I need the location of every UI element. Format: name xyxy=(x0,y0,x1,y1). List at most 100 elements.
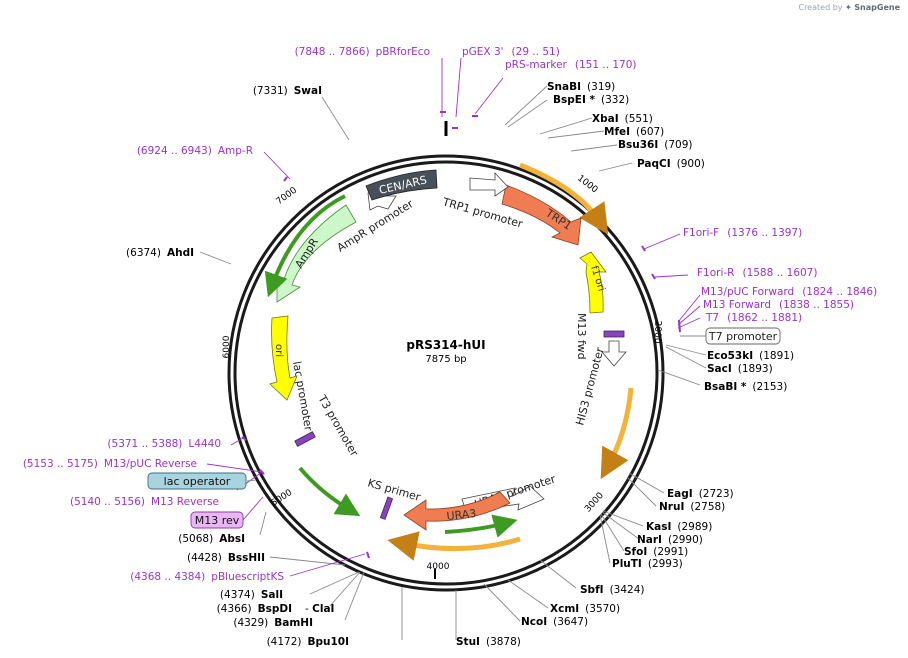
backbone-inner xyxy=(233,160,659,586)
site-xbai: XbaI(551) xyxy=(592,113,653,125)
site-saci: SacI(1893) xyxy=(707,363,773,375)
svg-text:(5068)AbsI: (5068)AbsI xyxy=(178,533,245,545)
svg-text:NcoI(3647): NcoI(3647) xyxy=(521,616,588,628)
lac-green-arrow xyxy=(298,466,361,517)
tick-label: 6000 xyxy=(222,335,232,358)
tick-label: 7000 xyxy=(275,185,300,207)
site-ahdi: (6374)AhdI xyxy=(126,247,194,259)
plasmid-name: pRS314-hUI xyxy=(406,338,485,352)
primer-label: pRS-marker(151 .. 170) xyxy=(505,59,637,71)
trp1-arrow xyxy=(501,184,582,246)
ori-arrow xyxy=(269,315,298,401)
ks-primer-label: KS primer xyxy=(366,476,422,504)
svg-text:(4374)SalI: (4374)SalI xyxy=(220,589,283,601)
site-pluti: PluTI(2993) xyxy=(612,558,683,570)
tick-label: 3000 xyxy=(583,491,606,515)
svg-text:(4329)BamHI: (4329)BamHI xyxy=(233,617,313,629)
svg-text:SbfI(3424): SbfI(3424) xyxy=(580,584,644,596)
site-bsabi: BsaBI *(2153) xyxy=(704,381,787,393)
cen-ars-arrow xyxy=(365,169,438,201)
site-bspdi: (4366)BspDI xyxy=(217,603,292,615)
svg-text:SnaBI(319): SnaBI(319) xyxy=(547,81,615,93)
svg-text:PluTI(2993): PluTI(2993) xyxy=(612,558,683,570)
m13-rev-label: M13 rev xyxy=(195,514,240,527)
leader-lines xyxy=(199,85,707,640)
site-eco53ki: Eco53kI(1891) xyxy=(707,350,794,362)
ura3-label: URA3 xyxy=(446,507,477,523)
ks-primer-arrow xyxy=(379,496,394,520)
site-paqci: PaqCI(900) xyxy=(637,158,705,170)
lac-operator-label: lac operator xyxy=(164,475,231,488)
svg-text:XcmI(3570): XcmI(3570) xyxy=(550,603,620,615)
lac-operator-arrow xyxy=(294,431,316,447)
backbone-outer xyxy=(227,154,665,592)
site-snabi: SnaBI(319) xyxy=(547,81,615,93)
site-bpu10i: (4172)Bpu10I xyxy=(267,636,349,648)
svg-text:StuI(3878): StuI(3878) xyxy=(456,636,521,648)
tick-label: 4000 xyxy=(427,562,450,572)
lac-operator-box: lac operator xyxy=(147,472,257,490)
ura3-orf-arrow xyxy=(387,531,521,561)
t3-promoter-label: T3 promoter xyxy=(315,392,361,459)
primer-label: M13/pUC Forward(1824 .. 1846) xyxy=(701,286,877,298)
plasmid-size: 7875 bp xyxy=(425,354,466,365)
site-stui: StuI(3878) xyxy=(456,636,521,648)
svg-text:(4366)BspDI: (4366)BspDI xyxy=(217,603,292,615)
credit-brand: SnapGene xyxy=(854,3,900,12)
primer-ticks xyxy=(241,111,681,559)
trp1-promoter-arrow xyxy=(469,171,509,197)
site-xcmi: XcmI(3570) xyxy=(550,603,620,615)
m13-fwd-label: M13 fwd xyxy=(575,313,588,360)
primer-label: F1ori-F(1376 .. 1397) xyxy=(683,227,802,239)
primer-leader-lines xyxy=(206,57,701,577)
svg-text:Eco53kI(1891): Eco53kI(1891) xyxy=(707,350,794,362)
svg-text:SfoI(2991): SfoI(2991) xyxy=(624,546,688,558)
svg-text:EagI(2723): EagI(2723) xyxy=(667,488,734,500)
ura3-arrow xyxy=(403,491,511,531)
svg-text:Bsu36I(709): Bsu36I(709) xyxy=(618,139,692,151)
his3-orf-arrow xyxy=(600,387,634,480)
primer-label: (5153 .. 5175)M13/pUC Reverse xyxy=(23,458,197,470)
svg-text:BspEI *(332): BspEI *(332) xyxy=(553,94,629,106)
ampr-arrow xyxy=(276,204,357,303)
svg-text:NruI(2758): NruI(2758) xyxy=(659,501,725,513)
site-swai: (7331)SwaI xyxy=(253,85,322,97)
primer-label: pGEX 3'(29 .. 51) xyxy=(462,46,560,58)
primer-label: M13 Forward(1838 .. 1855) xyxy=(703,299,854,311)
m13-rev-box: M13 rev xyxy=(190,496,264,529)
site-clai: - ClaI xyxy=(305,603,334,615)
svg-text:XbaI(551): XbaI(551) xyxy=(592,113,653,125)
svg-text:(4172)Bpu10I: (4172)Bpu10I xyxy=(267,636,349,648)
snapgene-logo-icon: ✦ xyxy=(845,3,852,12)
m13-fwd-arrow xyxy=(603,330,625,338)
ori-label: ori xyxy=(273,344,284,357)
svg-text:- ClaI: - ClaI xyxy=(305,603,334,615)
ampr-green-arrow xyxy=(264,194,346,298)
primer-label: T7(1862 .. 1881) xyxy=(705,312,802,324)
site-eagi: EagI(2723) xyxy=(667,488,734,500)
site-bspei: BspEI *(332) xyxy=(553,94,629,106)
site-layer: SnaBI(319)BspEI *(332)XbaI(551)MfeI(607)… xyxy=(126,81,794,648)
primer-label: (7848 .. 7866)pBRforEco xyxy=(295,46,430,58)
svg-text:PaqCI(900): PaqCI(900) xyxy=(637,158,705,170)
t7-promoter-label: T7 promoter xyxy=(708,330,778,343)
site-bamhi: (4329)BamHI xyxy=(233,617,313,629)
primer-label: (5371 .. 5388)L4440 xyxy=(107,438,221,450)
primer-label: (5140 .. 5156)M13 Reverse xyxy=(70,496,219,508)
lac-promoter-label: lac promoter xyxy=(290,360,315,432)
primer-layer: (7848 .. 7866)pBRforEco pGEX 3'(29 .. 51)… xyxy=(23,46,877,583)
svg-text:KasI(2989): KasI(2989) xyxy=(646,521,712,533)
t7-promoter-box: T7 promoter xyxy=(680,327,781,345)
f1-ori-arrow xyxy=(579,251,607,314)
svg-text:(4428)BssHII: (4428)BssHII xyxy=(187,552,265,564)
tick-label: 1000 xyxy=(575,173,599,195)
site-bsshii: (4428)BssHII xyxy=(187,552,265,564)
site-ncoi: NcoI(3647) xyxy=(521,616,588,628)
site-sfoi: SfoI(2991) xyxy=(624,546,688,558)
site-sbfi: SbfI(3424) xyxy=(580,584,644,596)
primer-label: (6924 .. 6943)Amp-R xyxy=(137,145,253,157)
trp1-orf-arrow xyxy=(519,162,609,235)
svg-text:(7331)SwaI: (7331)SwaI xyxy=(253,85,322,97)
his3-promoter-arrow xyxy=(601,340,627,367)
